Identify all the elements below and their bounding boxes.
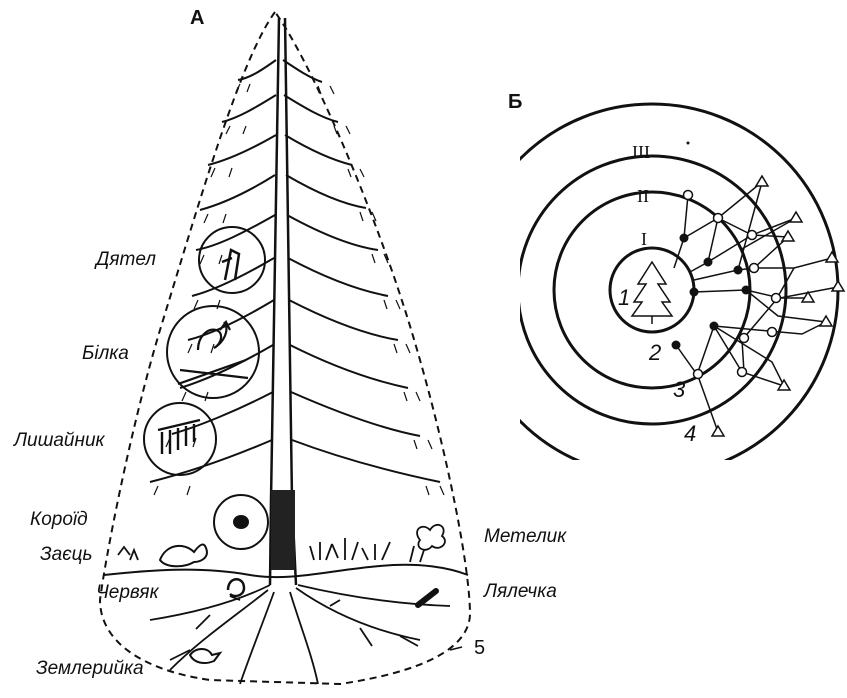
dot-marker — [687, 142, 690, 145]
mole-sketch — [190, 649, 220, 663]
core-fir-tree — [632, 262, 672, 324]
trunk-bark — [271, 490, 295, 570]
label-bark-beetle: Короїд — [30, 510, 88, 529]
label-mole: Землерийка — [36, 659, 144, 678]
bark-beetle-sketch — [233, 515, 249, 529]
worm-sketch — [228, 579, 244, 596]
panel-b-letter: Б — [508, 92, 522, 112]
label-woodpecker: Дятел — [96, 250, 156, 269]
ring-label-iii: III — [632, 143, 650, 161]
label-squirrel: Білка — [82, 344, 129, 363]
label-pupa: Лялечка — [484, 582, 557, 601]
label-lichen: Лишайник — [14, 431, 105, 450]
squirrel-circle — [167, 306, 259, 398]
number-1: 1 — [618, 287, 630, 309]
panel-a-letter: А — [190, 8, 204, 28]
tree-branches — [150, 60, 440, 482]
lichen-circle — [144, 403, 216, 475]
butterfly-sketch — [417, 525, 445, 550]
label-butterfly: Метелик — [484, 527, 566, 546]
number-4: 4 — [684, 423, 696, 445]
hare-sketch — [160, 545, 207, 567]
ring-label-i: I — [641, 230, 647, 248]
pupa-sketch — [418, 591, 436, 605]
woodpecker-sketch — [222, 250, 239, 280]
number-2: 2 — [649, 342, 661, 364]
label-boundary-5: 5 — [474, 638, 485, 658]
tree-needles — [154, 84, 444, 495]
lichen-sketch — [158, 420, 200, 454]
label-hare: Заєць — [40, 545, 93, 564]
ring-label-ii: II — [637, 187, 649, 205]
number-3: 3 — [673, 379, 685, 401]
label-worm: Червяк — [96, 583, 159, 602]
